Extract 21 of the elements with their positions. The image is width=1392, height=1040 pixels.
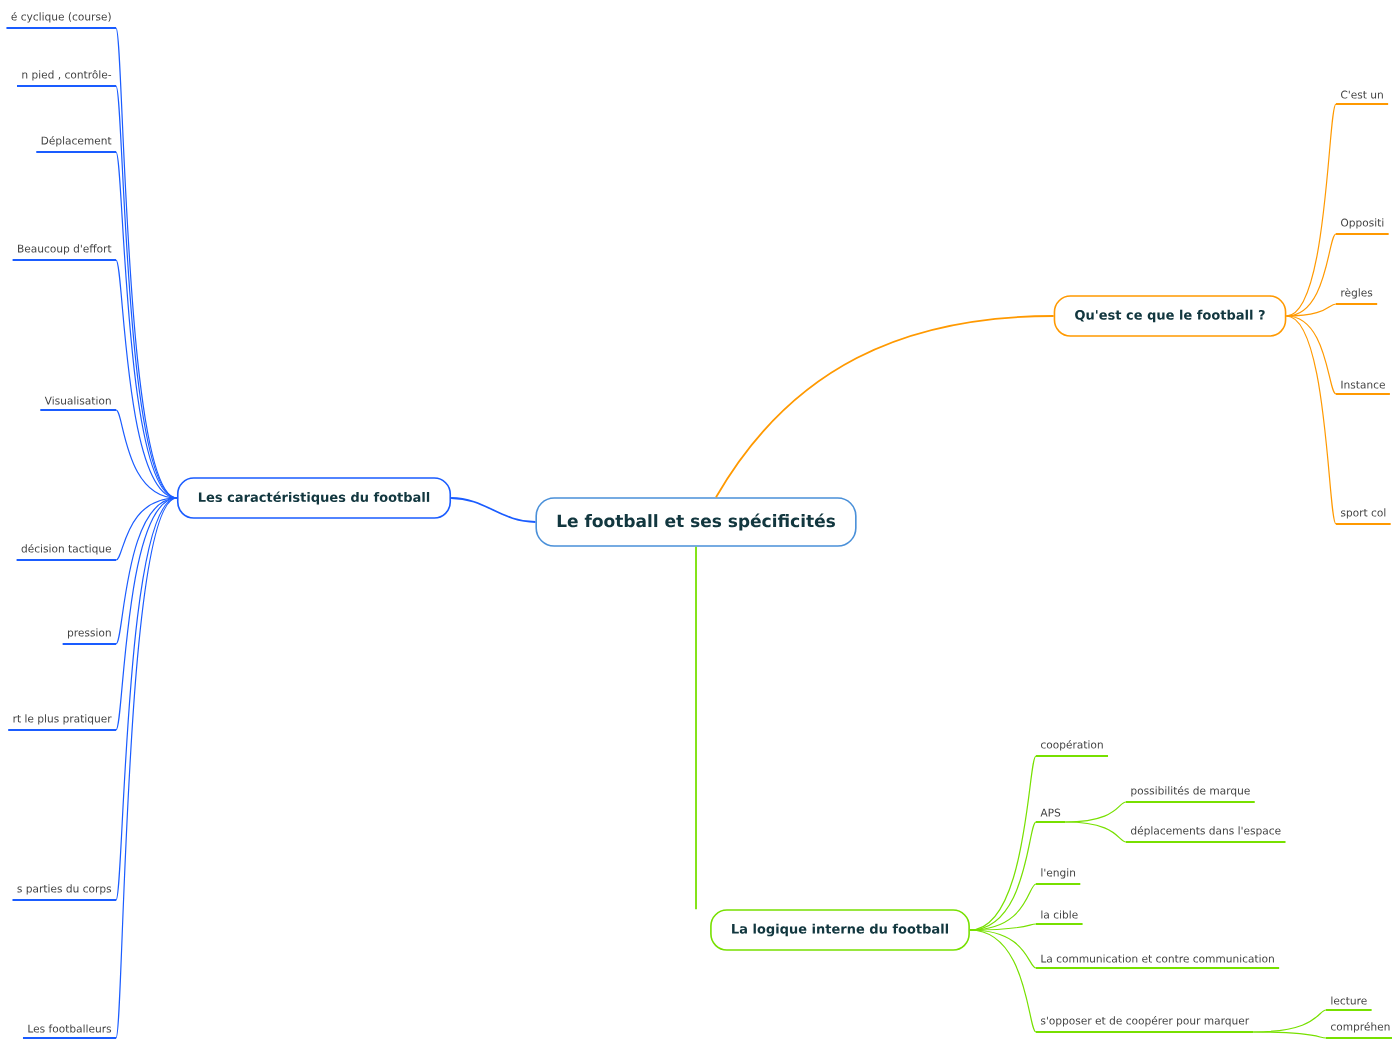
connector — [1285, 103, 1337, 317]
connector — [969, 929, 1037, 1033]
connector — [115, 497, 178, 901]
connector — [115, 259, 178, 499]
connector — [1285, 315, 1337, 525]
connector — [1285, 303, 1337, 317]
connector — [1252, 1031, 1327, 1039]
connector — [1285, 315, 1337, 395]
connector — [115, 151, 178, 499]
connector — [969, 929, 1037, 969]
connector — [115, 497, 178, 731]
connector — [969, 923, 1037, 931]
connector — [695, 545, 697, 911]
connector — [115, 497, 178, 561]
connector — [115, 497, 178, 1039]
topic-box: Le football et ses spécificités — [535, 497, 857, 547]
connector — [715, 315, 1055, 499]
connector — [1064, 801, 1127, 823]
connector — [450, 497, 537, 523]
connector — [1064, 821, 1127, 843]
connector — [115, 409, 178, 499]
